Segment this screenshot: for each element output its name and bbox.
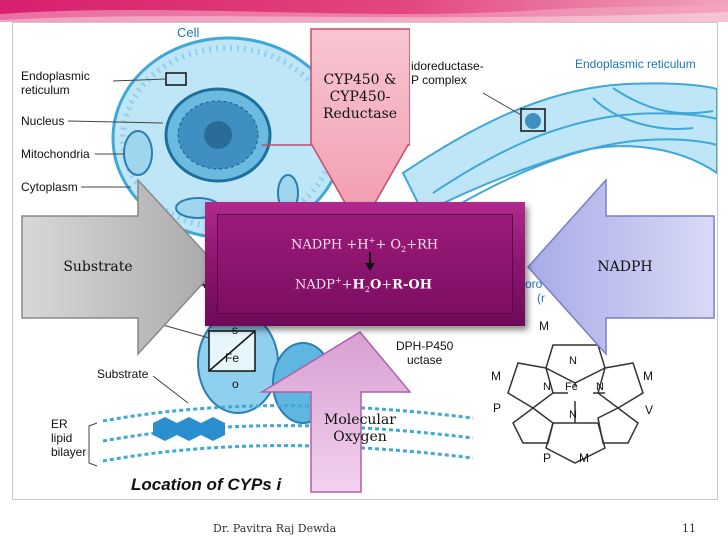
er-label-left-2: reticulum xyxy=(21,83,70,97)
cell-title: Cell xyxy=(177,25,200,40)
arrow-bottom xyxy=(260,331,412,493)
reaction-line-2-plus: + xyxy=(381,277,393,293)
header-wave xyxy=(0,4,728,22)
reaction-line-1-sub: 2 xyxy=(401,244,407,254)
heme-p1: P xyxy=(493,401,502,415)
heme-m3: M xyxy=(643,369,653,383)
arrow-left-text: Substrate xyxy=(63,259,133,275)
reaction-line-1-a: NADPH +H xyxy=(291,237,369,253)
heme-structure xyxy=(507,344,644,464)
reaction-line-2-h: H xyxy=(352,277,365,293)
er-lipid-label-3: bilayer xyxy=(51,445,87,459)
lipid-bilayer xyxy=(88,404,474,467)
heme-n1: N xyxy=(569,355,577,367)
mitochondria-label: Mitochondria xyxy=(21,147,90,161)
reaction-box-inner xyxy=(217,214,513,314)
arrow-top-text: CYP450 & CYP450- Reductase xyxy=(314,72,406,123)
heme-fe: Fe xyxy=(565,381,578,393)
complex-label-2: P complex xyxy=(411,73,467,87)
heme-v: V xyxy=(645,403,654,417)
heme-p2: P xyxy=(543,451,552,465)
substrate-small-label: Substrate xyxy=(97,367,149,381)
author-footer: Dr. Pavitra Raj Dewda xyxy=(213,522,337,535)
reaction-line-2: NADP++H2O+R-OH xyxy=(295,276,432,294)
reaction-line-1: NADPH +H++ O2+RH xyxy=(291,236,438,254)
s-label: s xyxy=(232,323,238,337)
reaction-line-2-a: NADP xyxy=(295,277,335,293)
heme-n3: N xyxy=(596,381,604,393)
complex-label-1: idoreductase- xyxy=(411,59,484,73)
p450-label-1: DPH-P450 xyxy=(396,339,454,353)
reaction-box: NADPH +H++ O2+RH NADP++H2O+R-OH xyxy=(205,202,525,326)
cytoplasm-label: Cytoplasm xyxy=(21,180,78,194)
heme-m1: M xyxy=(539,319,549,333)
cell-illustration xyxy=(67,36,717,467)
arrow-right xyxy=(526,178,715,356)
arrow-right-text: NADPH xyxy=(597,259,653,275)
fe-label: Fe xyxy=(225,351,240,365)
reaction-line-1-sup: + xyxy=(368,236,376,245)
reaction-line-2-sub: 2 xyxy=(364,284,370,294)
arrow-top-line-3: Reductase xyxy=(322,106,398,122)
right-partial-label-2: (r xyxy=(537,291,545,305)
nucleus-label: Nucleus xyxy=(21,114,65,128)
arrow-bottom-line-1: Molecular xyxy=(324,412,396,428)
er-label-left: Endoplasmic xyxy=(21,69,90,83)
right-partial-label-1: oro xyxy=(525,277,543,291)
heme-n2: N xyxy=(543,381,551,393)
arrow-left xyxy=(21,178,220,356)
reaction-line-2-o: O xyxy=(369,277,382,293)
arrow-bottom-text: Molecular Oxygen xyxy=(314,412,406,446)
heme-m2: M xyxy=(491,369,501,383)
reaction-line-1-c: +RH xyxy=(406,237,439,253)
heme-m4: M xyxy=(579,451,589,465)
er-lipid-label-2: lipid xyxy=(51,431,73,445)
er-lipid-label-1: ER xyxy=(51,417,68,431)
er-label-right: Endoplasmic reticulum xyxy=(575,57,696,71)
mitochondrion-shape xyxy=(123,130,153,176)
arrow-bottom-line-2: Oxygen xyxy=(333,429,387,445)
reaction-line-2-b: + xyxy=(341,277,353,293)
arrow-top-line-1: CYP450 & xyxy=(323,72,397,88)
p450-label-2: uctase xyxy=(407,353,443,367)
reaction-line-1-b: + O xyxy=(375,237,402,253)
reaction-line-2-roh: R-OH xyxy=(392,277,432,293)
o-label: o xyxy=(232,377,239,391)
arrow-top-line-2: CYP450- xyxy=(329,89,391,105)
page-number: 11 xyxy=(682,522,696,535)
heme-n4: N xyxy=(569,409,577,421)
figure-caption: Location of CYPs i xyxy=(131,475,282,494)
arrow-top xyxy=(262,28,410,231)
reaction-line-2-sup: + xyxy=(334,276,342,285)
reaction-down-arrow-icon xyxy=(365,252,375,271)
